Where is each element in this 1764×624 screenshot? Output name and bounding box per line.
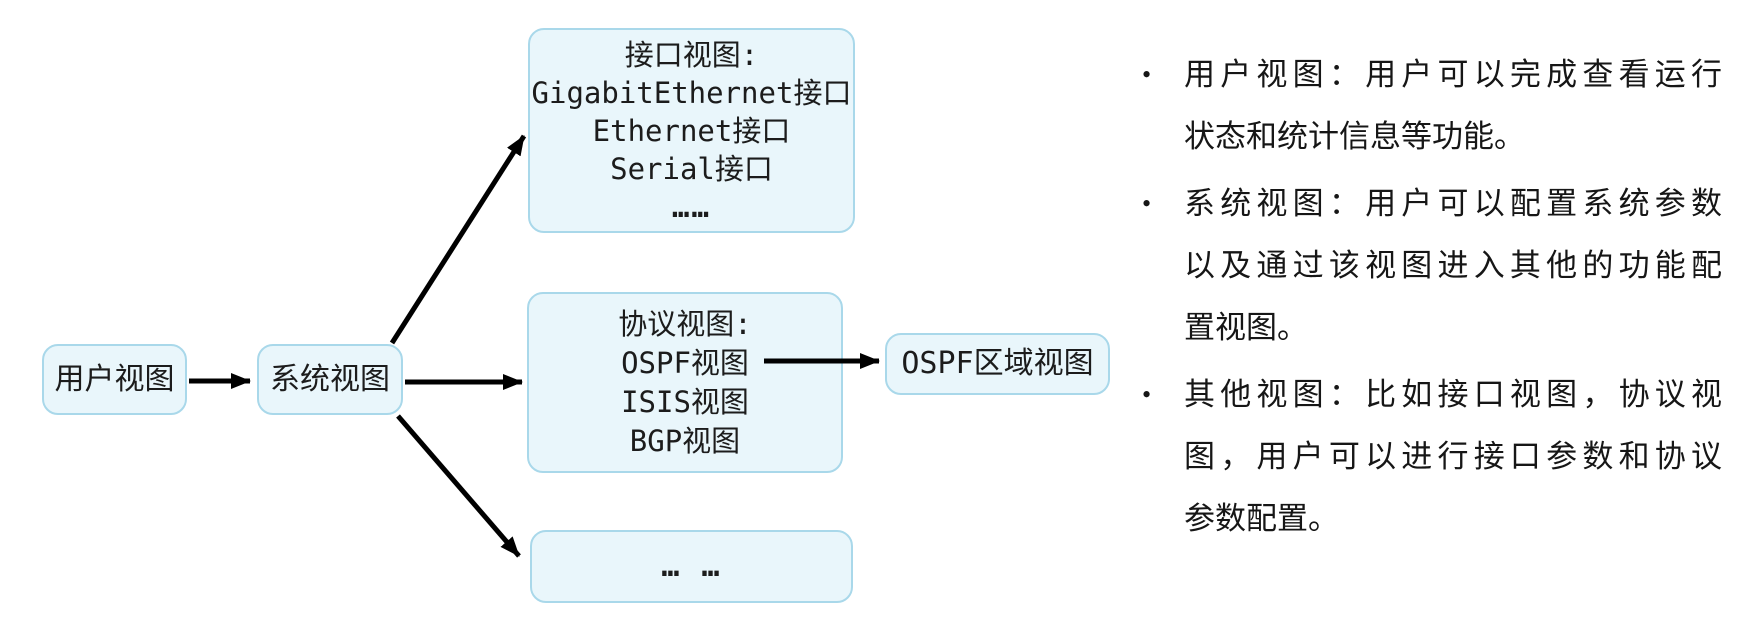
arrow-system-to-interface <box>389 134 527 345</box>
bullet-user-view: • 用户视图：用户可以完成查看运行 状态和统计信息等功能。 <box>1138 44 1728 168</box>
bullet-other-views: • 其他视图：比如接口视图，协议视 图，用户可以进行接口参数和协议 参数配置。 <box>1138 364 1728 550</box>
protocol-view-box: 协议视图: OSPF视图 ISIS视图 BGP视图 <box>527 292 843 473</box>
bullet-line: 用户视图：用户可以完成查看运行 <box>1184 57 1722 92</box>
notes-panel: • 用户视图：用户可以完成查看运行 状态和统计信息等功能。 • 系统视图：用户可… <box>1138 44 1728 555</box>
bullet-line: 以及通过该视图进入其他的功能配 <box>1184 248 1722 283</box>
interface-view-item: GigabitEthernet接口 <box>531 75 852 110</box>
interface-view-ellipsis: …… <box>672 189 711 224</box>
bullet-line: 状态和统计信息等功能。 <box>1184 119 1525 154</box>
protocol-view-title: 协议视图: <box>618 306 752 341</box>
system-view-label: 系统视图 <box>270 361 390 397</box>
system-view-box: 系统视图 <box>257 344 403 415</box>
interface-view-title: 接口视图: <box>624 37 759 72</box>
bullet-glyph: • <box>1142 189 1152 218</box>
protocol-view-item-ospf: OSPF视图 <box>621 345 749 380</box>
ospf-area-view-box: OSPF区域视图 <box>885 333 1110 395</box>
bullet-line: 图，用户可以进行接口参数和协议 <box>1184 439 1722 474</box>
bullet-line: 系统视图：用户可以配置系统参数 <box>1184 186 1722 221</box>
bullet-line: 其他视图：比如接口视图，协议视 <box>1184 377 1722 412</box>
bullet-glyph: • <box>1142 60 1152 89</box>
interface-view-box: 接口视图: GigabitEthernet接口 Ethernet接口 Seria… <box>528 28 855 233</box>
interface-view-item: Serial接口 <box>610 151 773 186</box>
protocol-view-item-bgp: BGP视图 <box>629 423 741 458</box>
other-views-ellipsis: … … <box>661 548 722 584</box>
arrow-system-to-other <box>396 414 521 558</box>
interface-view-item: Ethernet接口 <box>592 113 791 148</box>
user-view-box: 用户视图 <box>42 344 187 415</box>
other-views-box: … … <box>530 530 853 603</box>
protocol-view-item-isis: ISIS视图 <box>621 384 749 419</box>
bullet-line: 置视图。 <box>1184 310 1308 345</box>
bullet-glyph: • <box>1142 380 1152 409</box>
bullet-system-view: • 系统视图：用户可以配置系统参数 以及通过该视图进入其他的功能配 置视图。 <box>1138 173 1728 359</box>
user-view-label: 用户视图 <box>54 361 175 397</box>
bullet-line: 参数配置。 <box>1184 501 1339 536</box>
ospf-area-view-label: OSPF区域视图 <box>901 346 1094 381</box>
